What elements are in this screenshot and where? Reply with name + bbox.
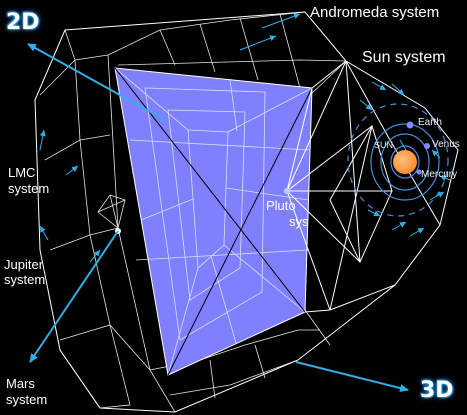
sun-system-arrows: [359, 81, 445, 237]
mercury-icon: [416, 169, 422, 175]
pluto-label-2: sys: [289, 214, 309, 229]
sun-system-wedge: [286, 60, 441, 313]
pluto-label: Pluto: [266, 198, 296, 213]
arrow-to-3d: [295, 361, 409, 392]
mars-label: Mars: [6, 376, 35, 391]
jupiter-label: Jupiter: [4, 257, 44, 272]
badge-2d: 2D: [6, 10, 40, 35]
mercury-label: Mercury: [421, 169, 458, 180]
wireframe-mesh: [39, 11, 347, 413]
arrow-to-2d: [27, 43, 166, 121]
projection-plane: [114, 67, 313, 376]
mars-label-2: system: [6, 392, 48, 407]
earth-label: Earth: [418, 117, 442, 128]
label-arrows: [39, 13, 451, 263]
jupiter-label-2: system: [4, 272, 46, 287]
sun-label: SUN: [374, 140, 394, 150]
sun-system-label: Sun system: [362, 49, 446, 66]
badge-3d: 3D: [420, 378, 454, 403]
lmc-label-2: system: [8, 181, 50, 196]
outer-hull: [34, 11, 459, 413]
pluto-point-icon: [284, 188, 290, 194]
sun-icon: [393, 150, 417, 174]
venus-icon: [424, 143, 430, 149]
dimension-arrows: [27, 43, 409, 392]
earth-icon: [406, 121, 414, 129]
lmc-label: LMC: [8, 165, 36, 180]
venus-label: Venus: [432, 139, 460, 150]
solar-orbits: [347, 103, 449, 217]
arrow-to-mars: [29, 230, 119, 363]
andromeda-label: Andromeda system: [310, 4, 440, 21]
